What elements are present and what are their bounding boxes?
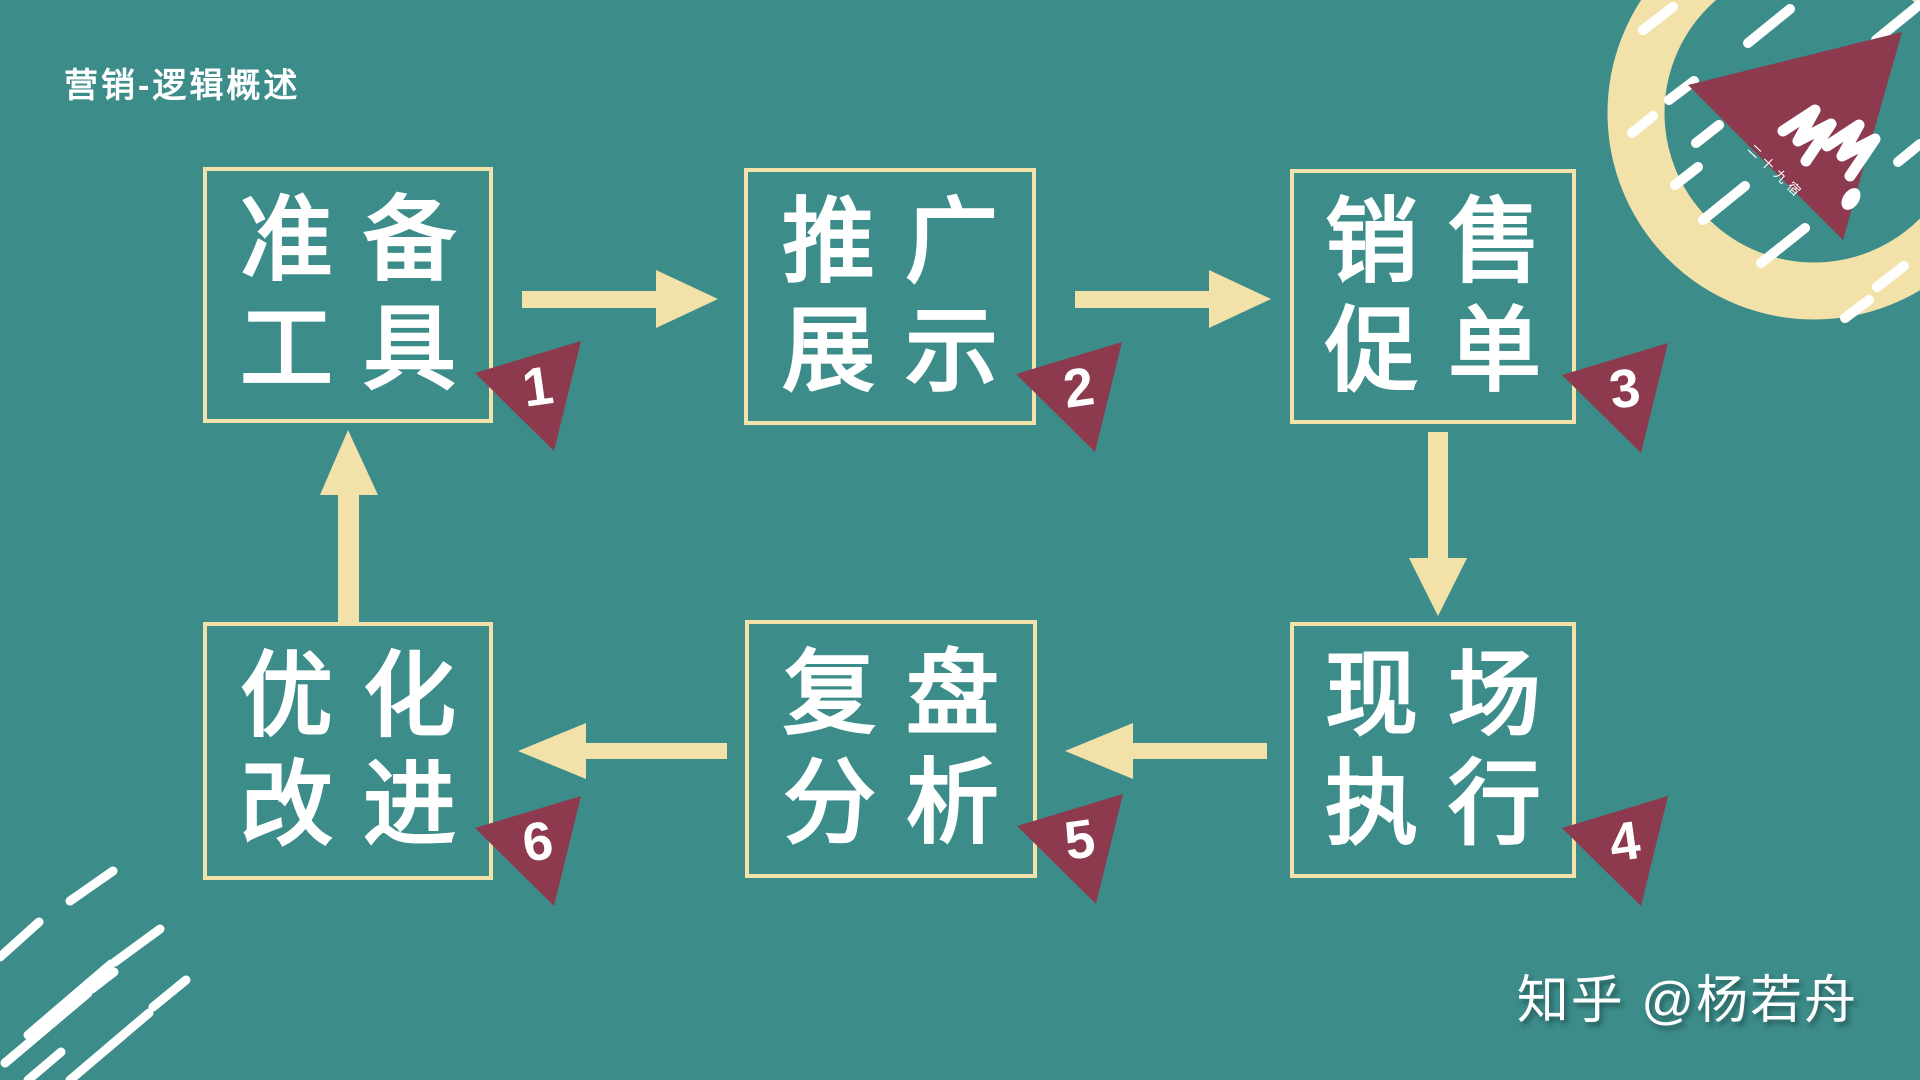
arrow-step2-to-step3: [1075, 270, 1271, 328]
step-box-6: 优化 改进 6: [203, 622, 581, 906]
step-box-2: 推广 展示 2: [744, 168, 1122, 452]
number-triangle: [475, 341, 581, 451]
flow-arrows: [320, 270, 1467, 779]
arrow-step5-to-step6: [518, 723, 727, 779]
logo-dot-icon: [1841, 188, 1861, 210]
number-triangle: [1017, 794, 1123, 904]
step-3-line-1: 销售: [1325, 189, 1571, 294]
step-box-4: 现场 执行 4: [1290, 622, 1668, 906]
arrow-step1-to-step2: [522, 270, 718, 328]
arrow-step3-to-step4: [1409, 432, 1467, 616]
step-2-line-1: 推广: [782, 189, 1028, 294]
step-1-line-2: 工具: [240, 297, 486, 401]
number-triangle: [1562, 796, 1668, 906]
step-2-number-badge: 2: [1016, 342, 1122, 452]
corner-ring-decoration: [1607, 0, 1920, 320]
diagonal-dashes-bottom-left: [0, 866, 191, 1080]
watermark: 知乎 @杨若舟: [1516, 972, 1858, 1030]
step-4-line-2: 执行: [1325, 752, 1571, 856]
step-box-3: 销售 促单 3: [1290, 169, 1668, 453]
step-2-line-2: 展示: [782, 298, 1028, 403]
step-4-line-1: 现场: [1325, 643, 1571, 748]
step-box-5: 复盘 分析 5: [745, 620, 1123, 904]
step-5-number-badge: 5: [1017, 794, 1123, 904]
logo-mark-33-icon: [1777, 104, 1881, 182]
page-title: 营销-逻辑概述: [64, 67, 301, 105]
arrow-step6-to-step1: [320, 430, 378, 622]
step-4-number-badge: 4: [1562, 796, 1668, 906]
step-6-line-2: 改进: [240, 753, 486, 857]
diagonal-dashes-top-right: [1627, 0, 1920, 323]
step-1-number-badge: 1: [475, 341, 581, 451]
step-5-line-1: 复盘: [783, 642, 1029, 747]
step-5-line-2: 分析: [783, 751, 1029, 855]
number-triangle: [1562, 343, 1668, 453]
number-triangle: [475, 796, 581, 906]
step-box-1: 准备 工具 1: [203, 167, 581, 451]
step-3-number-badge: 3: [1562, 343, 1668, 453]
step-3-line-2: 促单: [1325, 298, 1571, 403]
arrow-step4-to-step5: [1065, 723, 1267, 779]
step-6-number-badge: 6: [475, 796, 581, 906]
step-6-line-1: 优化: [240, 644, 486, 749]
number-triangle: [1016, 342, 1122, 452]
step-1-line-1: 准备: [240, 188, 486, 293]
